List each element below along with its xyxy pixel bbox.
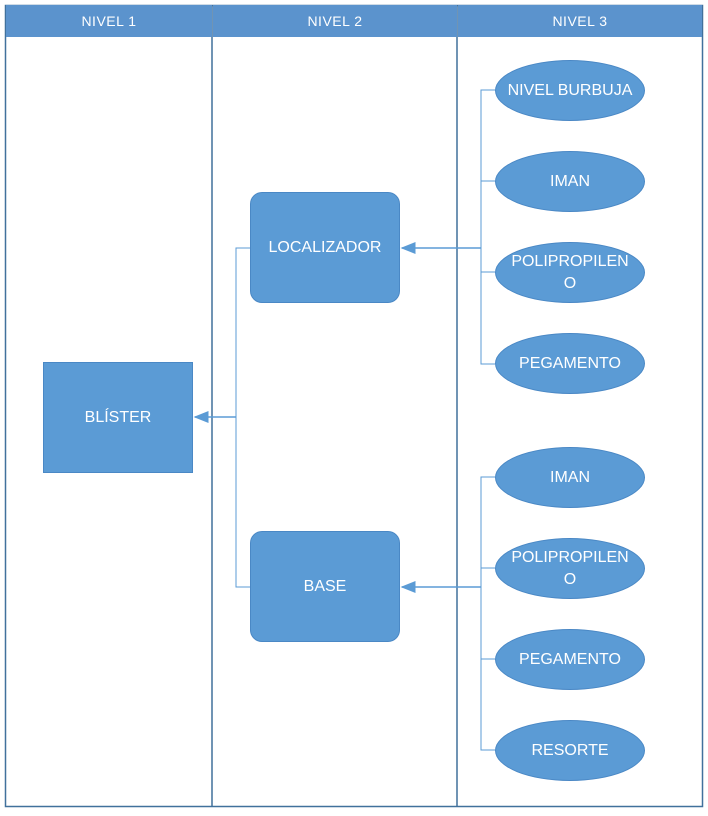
node-iman-base: IMAN — [495, 447, 645, 508]
lane-header-nivel-2: NIVEL 2 — [213, 5, 457, 37]
node-base: BASE — [250, 531, 400, 642]
connector-localizador-bracket — [235, 247, 250, 588]
node-polipropileno-base: POLIPROPILEN O — [495, 538, 645, 599]
node-pegamento-base: PEGAMENTO — [495, 629, 645, 690]
node-polipropileno-localizador: POLIPROPILEN O — [495, 242, 645, 303]
node-localizador: LOCALIZADOR — [250, 192, 400, 303]
node-nivel-burbuja: NIVEL BURBUJA — [495, 60, 645, 121]
lane-header-nivel-1: NIVEL 1 — [6, 5, 212, 37]
lane-header-nivel-3: NIVEL 3 — [458, 5, 702, 37]
connector-localizador-group — [480, 89, 495, 365]
node-blister: BLÍSTER — [43, 362, 193, 473]
node-pegamento-localizador: PEGAMENTO — [495, 333, 645, 394]
node-iman-localizador: IMAN — [495, 151, 645, 212]
node-resorte: RESORTE — [495, 720, 645, 781]
connector-base-group — [480, 476, 495, 751]
